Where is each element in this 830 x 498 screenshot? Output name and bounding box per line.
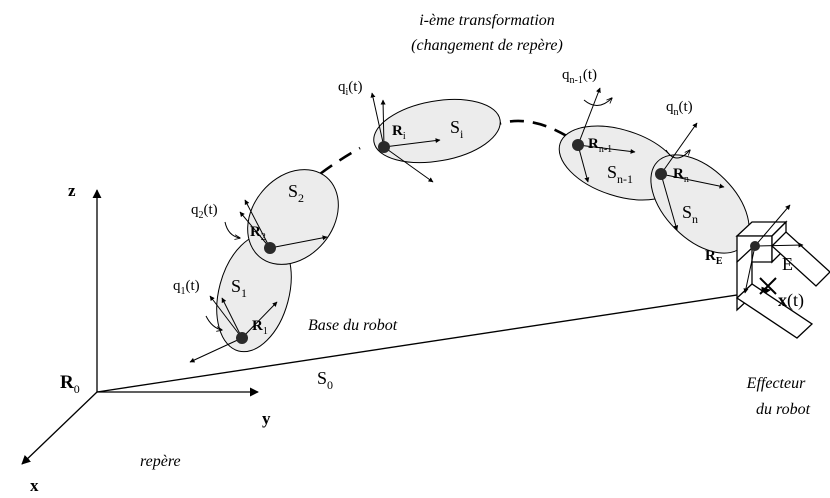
base-robot-label: Base du robot: [308, 317, 398, 334]
qn-1-label: qn-1(t): [562, 67, 597, 86]
re-label: RE: [705, 248, 723, 267]
ri-axis-c: [380, 99, 386, 148]
qi-label: qi(t): [338, 79, 362, 98]
q1-axis: [209, 295, 243, 339]
qn-label: qn(t): [666, 99, 693, 118]
rn-1-origin: [572, 139, 584, 151]
rn-1-axis-b: [577, 144, 590, 183]
rn-axis-a: [660, 173, 725, 189]
effector-position-label: x(t): [778, 290, 804, 311]
r1-origin: [236, 332, 248, 344]
r1-axis-b: [221, 297, 243, 339]
qn-rotation-arrow: [665, 150, 690, 159]
solid-i-ellipse: [373, 98, 501, 164]
re-axis-c: [743, 245, 756, 294]
sn-label: Sn: [682, 202, 698, 226]
ri-axis-a: [383, 138, 441, 148]
qn-1-rotation-arrow: [583, 98, 612, 106]
re-origin: [750, 241, 760, 251]
q2-axis: [239, 211, 271, 249]
x-axis: [21, 391, 98, 465]
effector-point-marker: [759, 277, 777, 295]
effector-point-label: E: [782, 254, 793, 274]
r2-label: R2: [250, 224, 266, 243]
rn-axis-b: [660, 173, 679, 231]
base-axes: z y x: [21, 181, 271, 495]
rn-1-axis-a: [577, 144, 636, 154]
qn-1-axis: [577, 87, 601, 146]
q1-label: q1(t): [173, 278, 200, 297]
ri-axis-b: [383, 146, 434, 183]
repere-label: repère: [140, 453, 181, 470]
segment-n: Rn Sn qn(t): [650, 99, 750, 254]
rn-origin: [655, 168, 667, 180]
qi-axis: [370, 92, 385, 148]
end-effector: RE E x(t): [705, 204, 830, 339]
q2-label: q2(t): [191, 202, 218, 221]
title-line-1: i-ème transformation: [419, 12, 555, 29]
r2-origin: [264, 242, 276, 254]
re-axis-b: [754, 242, 804, 248]
effector-caption-line-1: Effecteur: [746, 375, 806, 392]
base-to-effector-vector: [96, 286, 771, 393]
qn-axis: [660, 122, 698, 175]
r2-axis-b: [244, 199, 271, 249]
r1-label: R1: [252, 318, 268, 337]
segment-2: R2 S2 q2(t): [191, 169, 339, 265]
r2-axis-a: [269, 235, 328, 249]
base-frame-label: R0: [60, 372, 80, 396]
ri-origin: [378, 141, 390, 153]
title-line-2: (changement de repère): [411, 37, 563, 54]
rn-label: Rn: [673, 166, 689, 185]
effector-caption-line-2: du robot: [756, 401, 811, 418]
r1-axis-a: [189, 337, 243, 363]
q2-rotation-arrow: [224, 221, 240, 238]
s2-label: S2: [288, 181, 304, 205]
y-axis-label: y: [262, 409, 271, 428]
si-label: Si: [450, 117, 464, 141]
re-axis-a: [754, 204, 791, 247]
gripper-right-finger: [771, 231, 830, 287]
sn-1-label: Sn-1: [607, 162, 633, 186]
x-axis-label: x: [30, 476, 39, 493]
q1-rotation-arrow: [205, 315, 222, 330]
s1-label: S1: [231, 276, 247, 300]
r1-axis-c: [241, 301, 278, 339]
z-axis-label: z: [68, 181, 76, 200]
rn-1-label: Rn-1: [588, 136, 612, 155]
ri-label: Ri: [392, 123, 406, 142]
solid-2-ellipse: [247, 169, 339, 265]
segment-i: Ri Si qi(t): [338, 79, 501, 183]
base-solid-label: S0: [317, 368, 333, 392]
